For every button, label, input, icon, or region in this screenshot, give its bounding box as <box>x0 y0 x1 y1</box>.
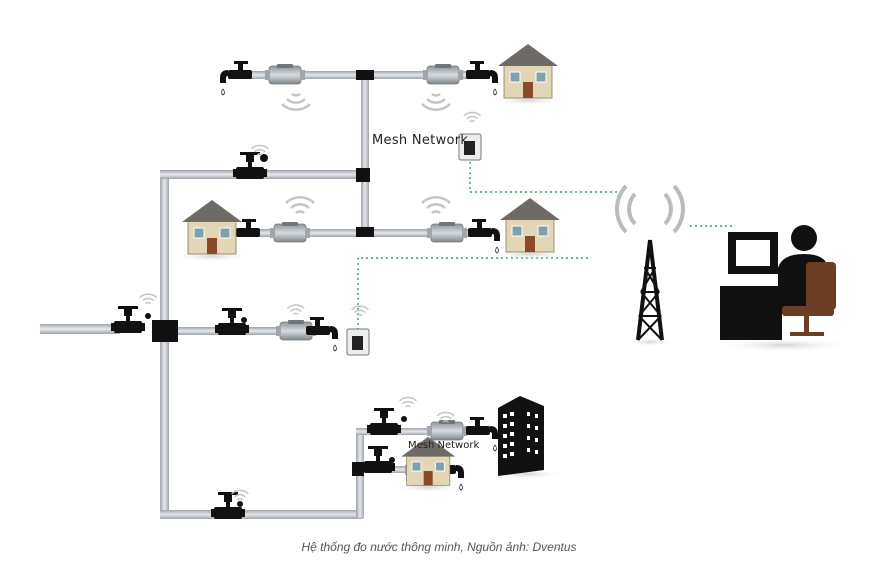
apartment-building-icon <box>488 396 564 479</box>
valve-handles <box>145 154 407 507</box>
operator-workstation-icon <box>715 225 855 352</box>
mesh-network-label: Mesh Network <box>372 133 469 148</box>
figure-caption: Hệ thống đo nước thông minh, Nguồn ảnh: … <box>301 540 577 554</box>
radio-tower-icon <box>615 184 685 346</box>
mesh-network-label-bottom: Mesh Network <box>408 440 480 451</box>
